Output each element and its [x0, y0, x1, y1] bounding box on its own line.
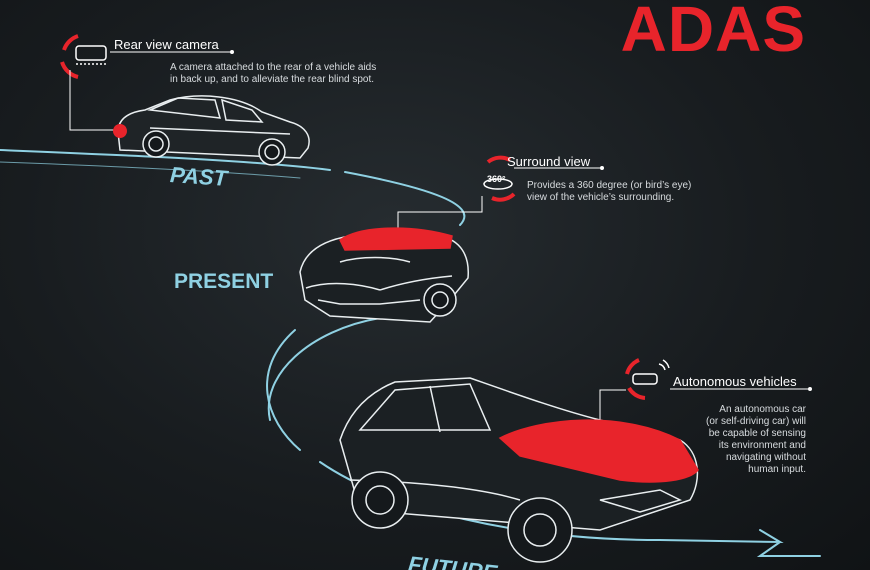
autonomous-desc-line: (or self-driving car) will — [705, 416, 806, 427]
surround-view-description: Provides a 360 degree (or bird’s eye) vi… — [527, 180, 727, 204]
autonomous-connector — [599, 389, 626, 428]
autonomous-title: Autonomous vehicles — [673, 374, 797, 389]
autonomous-desc-line: An autonomous car — [719, 404, 806, 415]
surround-connector — [397, 196, 483, 240]
surround-desc-line: view of the vehicle’s surrounding. — [527, 192, 675, 203]
rear-camera-icon — [60, 34, 107, 79]
surround-desc-line: Provides a 360 degree (or bird’s eye) — [527, 180, 692, 191]
present-car — [299, 227, 469, 323]
autonomous-desc-line: be capable of sensing — [708, 428, 806, 439]
past-car — [117, 95, 310, 166]
autonomous-desc-line: navigating without — [725, 452, 806, 463]
rear-camera-marker — [113, 124, 127, 138]
surround-view-title: Surround view — [507, 154, 591, 169]
future-car — [339, 377, 699, 563]
rear-camera-desc-line: in back up, and to alleviate the rear bl… — [170, 74, 375, 85]
autonomous-desc-line: human input. — [748, 464, 806, 475]
360-icon-text: 360° — [487, 174, 506, 184]
rear-camera-connector — [69, 70, 118, 131]
era-past-label: PAST — [169, 162, 228, 191]
autonomous-car-icon — [625, 358, 670, 400]
rear-camera-description: A camera attached to the rear of a vehic… — [170, 62, 430, 86]
rear-camera-desc-line: A camera attached to the rear of a vehic… — [170, 62, 377, 73]
autonomous-desc-line: its environment and — [718, 440, 806, 451]
era-present-label: PRESENT — [174, 270, 274, 293]
rear-camera-title: Rear view camera — [114, 37, 219, 52]
360-view-icon — [483, 155, 516, 202]
page-title: ADAS — [620, 0, 806, 65]
autonomous-description: An autonomous car (or self-driving car) … — [680, 404, 806, 476]
